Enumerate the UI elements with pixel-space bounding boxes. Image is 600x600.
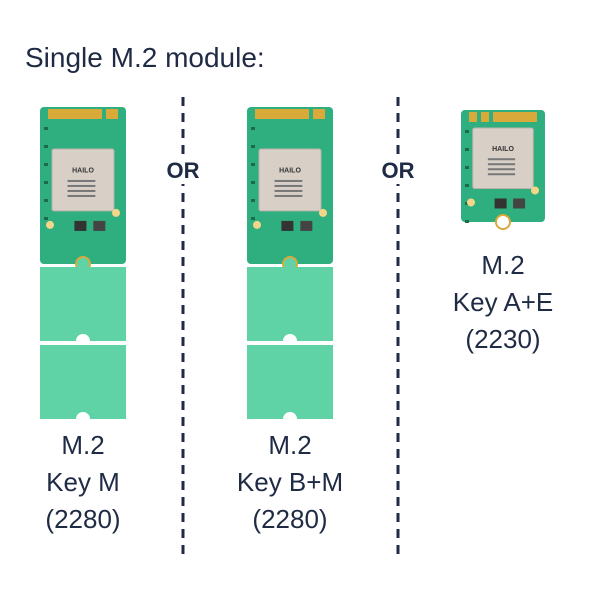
- gold-contacts: [493, 112, 537, 122]
- smd-component: [44, 217, 48, 220]
- chip-brand-logo: HAILO: [279, 168, 301, 175]
- m2-2230-module: HAILO: [461, 110, 545, 230]
- module-label-key-bm: M.2 Key B+M (2280): [210, 427, 370, 538]
- smd-component: [465, 148, 469, 151]
- chip-marking: [487, 163, 516, 166]
- smd-component: [251, 181, 255, 184]
- screw-notch: [495, 214, 511, 230]
- smd-component: [251, 163, 255, 166]
- chip-marking: [274, 189, 303, 192]
- chip-marking: [487, 168, 516, 171]
- screw-notch: [283, 334, 297, 348]
- form-factor: M.2: [268, 430, 312, 460]
- smd-component: [44, 163, 48, 166]
- chip-marking: [67, 184, 96, 187]
- chip-marking: [67, 179, 96, 182]
- smd-component: [44, 145, 48, 148]
- smd-component: [44, 199, 48, 202]
- form-factor: M.2: [61, 430, 105, 460]
- key-type: Key B+M: [236, 467, 344, 497]
- power-ic: [300, 220, 313, 231]
- mount-hole: [253, 220, 261, 229]
- form-factor: M.2: [481, 250, 525, 280]
- hailo-chip: [51, 148, 115, 212]
- size-code: (2280): [252, 504, 328, 534]
- size-code: (2280): [45, 504, 121, 534]
- smd-component: [251, 127, 255, 130]
- or-separator-2: OR: [368, 158, 428, 184]
- chip-marking: [274, 184, 303, 187]
- screw-notch: [76, 412, 90, 426]
- smd-component: [465, 202, 469, 205]
- chip-marking: [487, 173, 516, 176]
- chip-marking: [274, 179, 303, 182]
- power-ic: [494, 198, 507, 209]
- key-type: Key A+E: [452, 287, 554, 317]
- smd-component: [465, 220, 469, 223]
- power-ic: [513, 198, 526, 209]
- gold-contacts: [313, 109, 325, 119]
- power-ic: [281, 220, 294, 231]
- gold-contacts: [255, 109, 309, 119]
- smd-component: [465, 184, 469, 187]
- chip-marking: [67, 194, 96, 197]
- extension-pad: [40, 345, 126, 419]
- m2-2280-module: HAILO: [40, 107, 126, 426]
- chip-marking: [274, 194, 303, 197]
- hailo-chip: [472, 127, 534, 189]
- m2-2280-module: HAILO: [247, 107, 333, 426]
- mount-hole: [531, 186, 539, 195]
- size-code: (2230): [465, 324, 541, 354]
- chip-marking: [487, 158, 516, 161]
- smd-component: [251, 145, 255, 148]
- gold-contacts: [469, 112, 477, 122]
- extension-pad: [40, 267, 126, 341]
- screw-notch: [76, 334, 90, 348]
- smd-component: [251, 217, 255, 220]
- smd-component: [465, 130, 469, 133]
- page-title: Single M.2 module:: [25, 42, 265, 73]
- gold-contacts: [106, 109, 118, 119]
- or-separator-1: OR: [153, 158, 213, 184]
- gold-contacts: [48, 109, 102, 119]
- power-ic: [74, 220, 87, 231]
- gold-contacts: [481, 112, 489, 122]
- smd-component: [44, 181, 48, 184]
- extension-pad: [247, 345, 333, 419]
- power-ic: [93, 220, 106, 231]
- mount-hole: [319, 208, 327, 217]
- hailo-chip: [258, 148, 322, 212]
- smd-component: [44, 127, 48, 130]
- key-type: Key M: [46, 467, 120, 497]
- module-label-key-m: M.2 Key M (2280): [3, 427, 163, 538]
- chip-brand-logo: HAILO: [492, 146, 514, 153]
- mount-hole: [467, 198, 475, 207]
- mount-hole: [112, 208, 120, 217]
- module-label-key-ae: M.2 Key A+E (2230): [423, 247, 583, 358]
- chip-marking: [67, 189, 96, 192]
- chip-brand-logo: HAILO: [72, 168, 94, 175]
- mount-hole: [46, 220, 54, 229]
- extension-pad: [247, 267, 333, 341]
- smd-component: [465, 166, 469, 169]
- smd-component: [251, 199, 255, 202]
- screw-notch: [283, 412, 297, 426]
